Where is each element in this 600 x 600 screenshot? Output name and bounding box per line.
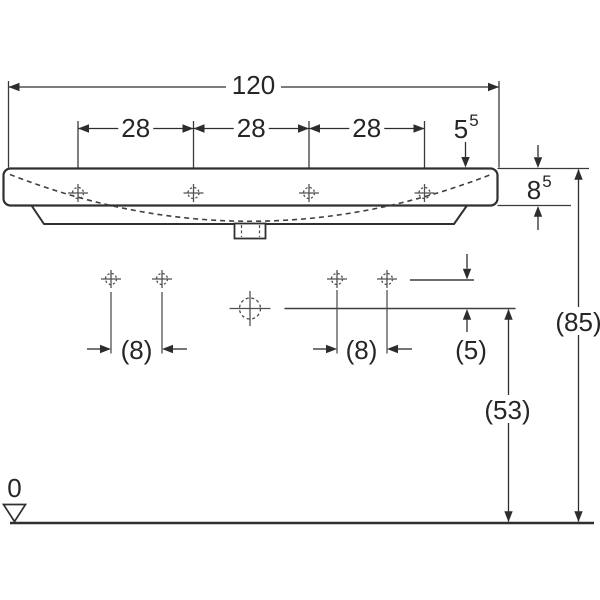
- reference-lines: [284, 279, 516, 310]
- label-mask: [226, 72, 281, 99]
- tap-hole-marker-icon: [414, 184, 435, 202]
- dimension-label-53: (53): [484, 395, 530, 425]
- dimension-overflow-drop: (5): [455, 254, 487, 365]
- fixing-hole-marker-icon: [377, 270, 397, 288]
- arrowhead-right-icon: [488, 82, 499, 92]
- label-mask: [550, 307, 600, 335]
- tap-hole-marker-icon: [299, 184, 319, 202]
- arrowhead-down-icon: [504, 511, 513, 522]
- fixing-hole-marker-icon: [327, 270, 347, 288]
- arrowhead-up-icon: [533, 206, 543, 217]
- dimension-label-8-span-left: (8): [121, 335, 153, 365]
- dimension-tap-spacing: 28 28 28: [77, 113, 426, 168]
- overflow-circle-dashed: [238, 297, 262, 320]
- tap-hole-marker-icon: [183, 184, 204, 202]
- dimension-label-28-left: 28: [121, 113, 150, 143]
- fixing-hole-marker-icon: [101, 270, 121, 288]
- basin-outline: [2, 167, 499, 240]
- arrowhead-left-icon: [78, 124, 89, 133]
- arrowhead-down-icon: [574, 511, 583, 522]
- dimension-label-120: 120: [232, 70, 275, 100]
- arrowhead-down-icon: [461, 157, 470, 168]
- datum-triangle-icon: [1, 503, 28, 524]
- arrowhead-left-icon: [8, 82, 20, 92]
- arrowhead-left-icon: [387, 344, 398, 354]
- arrowhead-up-icon: [462, 309, 472, 320]
- arrowhead-right-icon: [326, 344, 337, 354]
- arrowhead-left-icon: [162, 344, 173, 354]
- drain-outlet: [233, 222, 267, 240]
- label-mask: [118, 114, 154, 142]
- arrowhead-right-icon: [100, 344, 111, 354]
- dimension-rim-level: (85): [550, 169, 600, 522]
- overflow-marker: [229, 291, 271, 326]
- arrowhead-up-icon: [574, 169, 583, 180]
- tap-hole-marker-icon: [68, 184, 88, 202]
- arrowhead-down-icon: [533, 157, 543, 168]
- arrowhead-left-icon: [193, 124, 205, 133]
- dimension-overall-width: 120: [7, 70, 500, 168]
- dimension-label-28-center: 28: [237, 113, 266, 143]
- dimension-label-5-sup: 5: [469, 111, 478, 130]
- label-mask: [233, 114, 269, 142]
- dimension-label-5-drop: (5): [455, 335, 487, 365]
- arrowhead-right-icon: [413, 124, 425, 133]
- arrowhead-down-icon: [462, 268, 472, 280]
- dimension-edge-offset: 5 5: [454, 111, 479, 168]
- fixing-holes-right: (8): [313, 270, 412, 365]
- arrowhead-right-icon: [182, 124, 194, 133]
- datum-zero-label: 0: [7, 473, 21, 503]
- fixing-hole-marker-icon: [152, 270, 172, 288]
- dimension-label-5: 5: [454, 114, 468, 144]
- dimension-rim-height: 8 5: [497, 145, 589, 230]
- tap-hole-markers: [68, 184, 435, 202]
- label-mask: [349, 114, 385, 142]
- dimension-label-8-span-right: (8): [346, 335, 378, 365]
- dimension-label-8: 8: [527, 175, 541, 205]
- arrowhead-right-icon: [298, 124, 309, 133]
- arrowhead-left-icon: [309, 124, 320, 133]
- basin-rim: [2, 167, 499, 207]
- floor-datum: 0: [1, 473, 594, 525]
- fixing-holes-left: (8): [87, 270, 187, 365]
- dimension-label-8-sup: 5: [542, 172, 551, 191]
- dimension-label-28-right: 28: [352, 113, 381, 143]
- dimension-trap-height: (53): [479, 309, 536, 522]
- dimension-label-85: (85): [555, 307, 600, 337]
- label-mask: [479, 395, 536, 423]
- arrowhead-up-icon: [504, 309, 513, 320]
- basin-inner-contour-dashed: [9, 173, 492, 222]
